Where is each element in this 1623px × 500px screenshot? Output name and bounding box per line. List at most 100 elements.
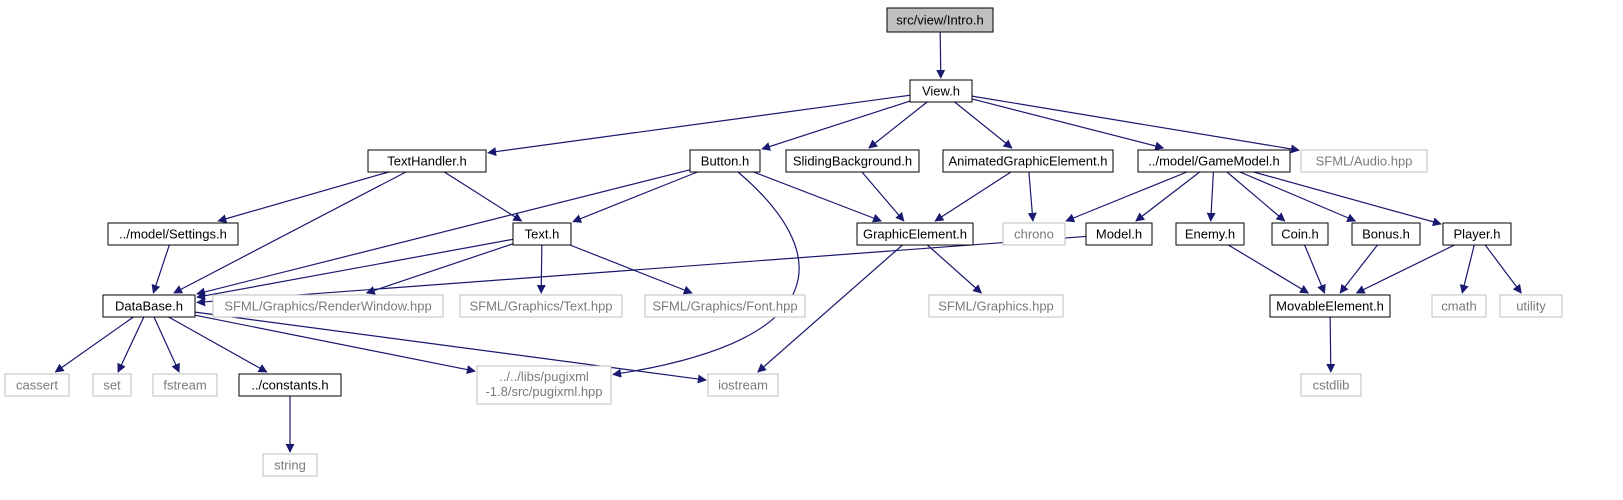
edge-intro-to-view <box>936 31 946 79</box>
node-label: SFML/Graphics/RenderWindow.hpp <box>224 299 431 314</box>
node-box <box>707 373 779 397</box>
edge-gamemodel-to-player <box>1253 171 1442 227</box>
edge-model-to-database <box>196 235 1087 307</box>
edge-graphicelement-to-iostream <box>757 244 903 373</box>
node-box <box>102 294 196 318</box>
node-label: cassert <box>16 378 58 393</box>
edge-view-to-audio <box>971 95 1300 154</box>
node-database[interactable]: DataBase.h <box>102 294 196 318</box>
edge-gamemodel-to-enemy <box>1206 171 1216 222</box>
node-label: ../model/Settings.h <box>119 227 227 242</box>
edge-enemy-to-movable <box>1228 244 1310 294</box>
edge-texthandler-to-settings <box>217 171 389 224</box>
node-set: set <box>92 373 132 397</box>
node-label: View.h <box>922 84 960 99</box>
node-box <box>459 294 623 318</box>
node-label: fstream <box>163 378 206 393</box>
node-box <box>212 294 444 318</box>
node-coin[interactable]: Coin.h <box>1271 222 1329 246</box>
edge-gamemodel-to-bonus <box>1239 171 1357 222</box>
node-box <box>152 373 218 397</box>
node-label: Button.h <box>701 154 749 169</box>
node-label: Enemy.h <box>1185 227 1235 242</box>
node-box <box>1300 149 1428 173</box>
edge-text-to-sfmltext <box>536 244 546 294</box>
edge-movable-to-cstdlib <box>1326 316 1336 373</box>
node-label: Bonus.h <box>1362 227 1410 242</box>
node-box <box>1300 373 1362 397</box>
node-gamemodel[interactable]: ../model/GameModel.h <box>1137 149 1291 173</box>
edge-gamemodel-to-coin <box>1226 171 1286 222</box>
node-label: SlidingBackground.h <box>793 154 912 169</box>
node-label: SFML/Graphics/Font.hpp <box>652 299 797 314</box>
node-sfmlgraphics: SFML/Graphics.hpp <box>928 294 1064 318</box>
node-iostream: iostream <box>707 373 779 397</box>
node-box <box>262 453 318 477</box>
node-string: string <box>262 453 318 477</box>
node-movable[interactable]: MovableElement.h <box>1269 294 1391 318</box>
edge-sliding-to-graphicelement <box>861 171 905 222</box>
node-box <box>886 7 994 33</box>
node-constants[interactable]: ../constants.h <box>238 373 342 397</box>
node-player[interactable]: Player.h <box>1442 222 1512 246</box>
edge-database-to-pugixml <box>194 314 476 375</box>
edge-player-to-movable <box>1355 244 1455 294</box>
edge-button-to-database <box>196 169 691 297</box>
node-box <box>928 294 1064 318</box>
edge-layer <box>54 31 1522 453</box>
node-box <box>689 149 761 173</box>
edge-player-to-cmath <box>1459 244 1475 294</box>
node-cassert: cassert <box>4 373 70 397</box>
node-audio: SFML/Audio.hpp <box>1300 149 1428 173</box>
node-animated[interactable]: AnimatedGraphicElement.h <box>942 149 1114 173</box>
node-enemy[interactable]: Enemy.h <box>1175 222 1245 246</box>
edge-animated-to-graphicelement <box>934 171 1012 222</box>
node-box <box>476 365 612 405</box>
node-box <box>1271 222 1329 246</box>
node-model[interactable]: Model.h <box>1085 222 1153 246</box>
node-box <box>909 79 973 103</box>
node-texthandler[interactable]: TextHandler.h <box>367 149 487 173</box>
node-sliding[interactable]: SlidingBackground.h <box>785 149 920 173</box>
node-utility: utility <box>1499 294 1563 318</box>
node-label: string <box>274 458 306 473</box>
node-label: AnimatedGraphicElement.h <box>949 154 1108 169</box>
edge-texthandler-to-database <box>173 171 407 294</box>
node-settings[interactable]: ../model/Settings.h <box>107 222 239 246</box>
node-box <box>1085 222 1153 246</box>
edge-button-to-graphicelement <box>753 171 883 223</box>
node-box <box>238 373 342 397</box>
node-box <box>1442 222 1512 246</box>
node-graphicelement[interactable]: GraphicElement.h <box>856 222 974 246</box>
node-box <box>1499 294 1563 318</box>
node-box <box>856 222 974 246</box>
node-box <box>785 149 920 173</box>
node-label: src/view/Intro.h <box>896 13 983 28</box>
node-view[interactable]: View.h <box>909 79 973 103</box>
node-label: chrono <box>1014 227 1054 242</box>
node-intro[interactable]: src/view/Intro.h <box>886 7 994 33</box>
node-label: cmath <box>1441 299 1476 314</box>
node-button[interactable]: Button.h <box>689 149 761 173</box>
node-label: SFML/Graphics.hpp <box>938 299 1054 314</box>
node-box <box>92 373 132 397</box>
edge-database-to-fstream <box>153 316 180 373</box>
node-label: set <box>103 378 121 393</box>
node-box <box>644 294 806 318</box>
edge-database-to-cassert <box>54 316 134 373</box>
node-label: SFML/Audio.hpp <box>1316 154 1413 169</box>
node-sfmltext: SFML/Graphics/Text.hpp <box>459 294 623 318</box>
node-label: ../constants.h <box>251 378 328 393</box>
node-box <box>367 149 487 173</box>
node-label: SFML/Graphics/Text.hpp <box>469 299 612 314</box>
edge-button-to-text <box>572 171 698 223</box>
node-label: -1.8/src/pugixml.hpp <box>485 384 602 399</box>
node-text[interactable]: Text.h <box>512 222 572 246</box>
node-label: TextHandler.h <box>387 154 467 169</box>
node-label: Player.h <box>1454 227 1501 242</box>
edge-text-to-sfmlfont <box>569 244 693 295</box>
node-bonus[interactable]: Bonus.h <box>1351 222 1421 246</box>
edge-player-to-utility <box>1484 244 1522 294</box>
